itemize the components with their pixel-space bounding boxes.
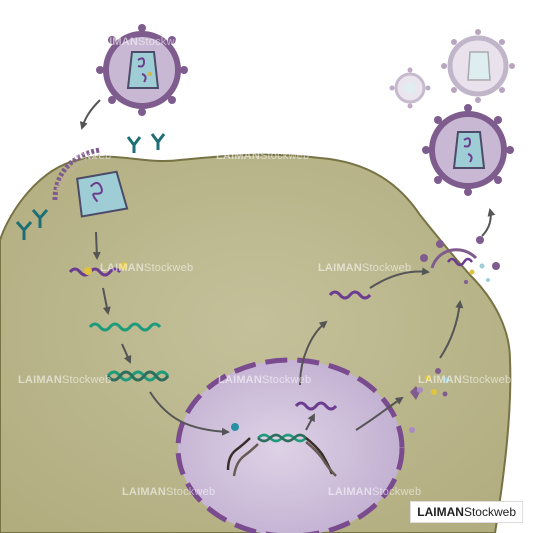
arrow-to-membrane xyxy=(439,300,464,359)
fusion-site xyxy=(52,147,101,201)
released-virion-small xyxy=(389,67,431,109)
viral-rna xyxy=(68,262,128,277)
credit-badge: LAIMANStockweb xyxy=(410,501,523,523)
cytoplasmic-rna xyxy=(328,290,372,300)
arrow-uncoating xyxy=(92,231,101,260)
incoming-virion xyxy=(96,24,188,116)
integrase xyxy=(120,262,128,270)
budding-site xyxy=(420,236,500,284)
transcribed-rna xyxy=(294,401,338,411)
cd4-receptors xyxy=(15,133,166,240)
double-strand-dna xyxy=(106,370,170,382)
capsid xyxy=(76,170,129,218)
released-virion-large xyxy=(441,29,515,103)
arrow-release xyxy=(481,208,496,237)
reverse-transcriptase xyxy=(84,267,92,275)
arrow-translation xyxy=(355,396,404,431)
arrow-entry xyxy=(79,99,101,130)
nucleus xyxy=(175,357,405,533)
arrow-to-assembly xyxy=(369,267,430,289)
arrow-nuclear-import xyxy=(149,391,230,436)
arrow-second-strand xyxy=(121,343,132,364)
arrow-reverse-transcription xyxy=(102,287,111,315)
arrow-transcription xyxy=(305,413,315,431)
envelope-spikes xyxy=(96,24,188,116)
mature-virion xyxy=(422,104,514,196)
viral-proteins xyxy=(409,368,449,433)
single-strand-dna xyxy=(88,322,162,332)
arrow-rna-export xyxy=(299,320,328,386)
integrase-complex xyxy=(231,423,239,431)
integrated-provirus xyxy=(226,433,337,477)
